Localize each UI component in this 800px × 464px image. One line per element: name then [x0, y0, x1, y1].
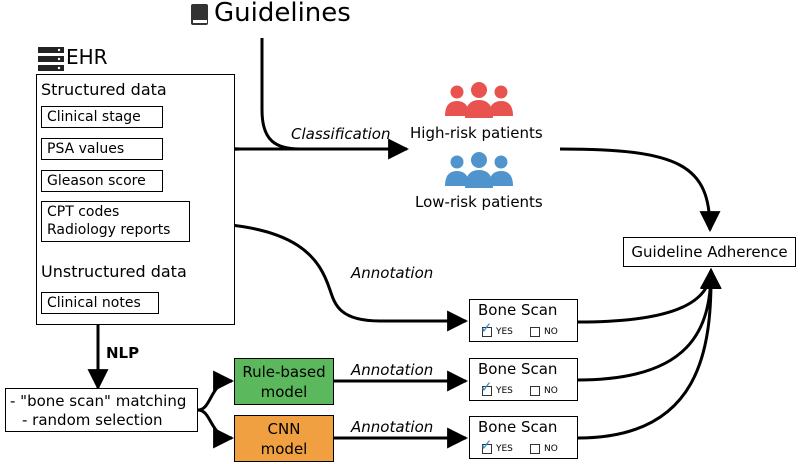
edge-scan2-adherence: [577, 267, 722, 382]
book-icon: [191, 4, 208, 25]
edge-cpt-annotation: [189, 221, 469, 332]
low-risk-users-icon: [445, 152, 513, 188]
rule-model-label: model: [260, 383, 308, 401]
bone-scan-title: Bone Scan: [478, 418, 558, 436]
selection-box: - "bone scan" matching - random selectio…: [5, 388, 198, 432]
checkmark-icon: ✓: [480, 436, 493, 454]
clinical-stage-label: Clinical stage: [47, 109, 141, 125]
no-checkbox: [530, 386, 540, 396]
edge-to-rule-model: [197, 370, 235, 412]
cnn-model-label: model: [260, 440, 308, 458]
yes-label: YES: [496, 327, 513, 337]
cpt-radiology-box: CPT codes Radiology reports: [41, 201, 190, 242]
random-selection-label: - random selection: [22, 411, 163, 429]
high-risk-label: High-risk patients: [410, 124, 543, 142]
yes-checkbox: [482, 327, 492, 337]
bone-scan-title: Bone Scan: [478, 360, 558, 378]
low-risk-label: Low-risk patients: [415, 193, 543, 211]
rule-based-label: Rule-based: [242, 363, 326, 381]
cnn-label: CNN: [267, 420, 301, 438]
gleason-score-label: Gleason score: [47, 173, 146, 189]
psa-values-label: PSA values: [47, 141, 125, 157]
no-label: NO: [544, 386, 558, 396]
bone-scan-box-3: Bone Scan ✓ YES NO: [469, 416, 578, 459]
guideline-adherence-box: Guideline Adherence: [623, 237, 796, 267]
yes-checkbox: [482, 444, 492, 454]
no-label: NO: [544, 444, 558, 454]
checkmark-icon: ✓: [480, 378, 493, 396]
no-label: NO: [544, 327, 558, 337]
annotation-label-rule: Annotation: [351, 361, 434, 379]
unstructured-data-heading: Unstructured data: [41, 262, 187, 281]
cpt-codes-label: CPT codes: [47, 204, 120, 220]
guideline-adherence-label: Guideline Adherence: [631, 243, 788, 261]
rule-based-model-box: Rule-based model: [234, 358, 334, 405]
bone-scan-title: Bone Scan: [478, 301, 558, 319]
clinical-notes-label: Clinical notes: [47, 295, 141, 311]
annotation-label-cnn: Annotation: [351, 418, 434, 436]
structured-data-heading: Structured data: [41, 80, 167, 99]
high-risk-users-icon: [445, 82, 513, 118]
no-checkbox: [530, 444, 540, 454]
cnn-model-box: CNN model: [234, 415, 334, 462]
guidelines-title: Guidelines: [214, 0, 351, 28]
bone-scan-matching-label: - "bone scan" matching: [10, 392, 187, 410]
yes-label: YES: [496, 386, 513, 396]
yes-label: YES: [496, 444, 513, 454]
radiology-reports-label: Radiology reports: [47, 222, 171, 238]
bone-scan-box-2: Bone Scan ✓ YES NO: [469, 358, 578, 401]
bone-scan-box-1: Bone Scan ✓ YES NO: [469, 299, 578, 342]
edge-high-risk-adherence: [559, 147, 721, 233]
gleason-score-box: Gleason score: [41, 170, 163, 192]
yes-checkbox: [482, 386, 492, 396]
checkmark-icon: ✓: [480, 319, 493, 337]
ehr-title: EHR: [66, 45, 108, 69]
annotation-label-cpt: Annotation: [351, 264, 434, 282]
edge-scan3-adherence: [577, 267, 722, 440]
edge-scan1-adherence: [577, 267, 721, 324]
server-icon: [38, 47, 64, 71]
nlp-label: NLP: [106, 344, 140, 362]
classification-label: Classification: [291, 125, 391, 143]
edge-to-cnn-model: [197, 408, 235, 449]
no-checkbox: [530, 327, 540, 337]
clinical-stage-box: Clinical stage: [41, 106, 163, 128]
clinical-notes-box: Clinical notes: [41, 292, 159, 314]
psa-values-box: PSA values: [41, 138, 163, 160]
